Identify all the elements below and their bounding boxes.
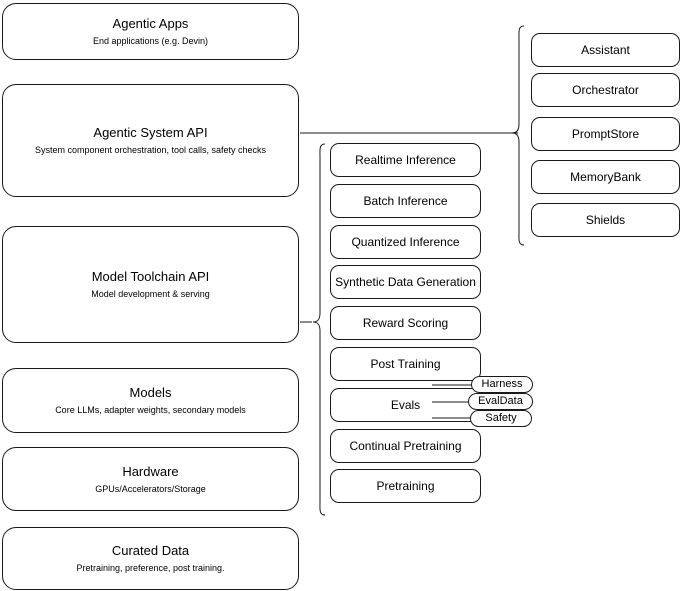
system-component-orchestrator[interactable]: Orchestrator (531, 73, 680, 107)
eval-chip-safety[interactable]: Safety (470, 410, 532, 427)
layer-title: Agentic Apps (112, 16, 189, 31)
eval-chip-harness[interactable]: Harness (471, 376, 533, 393)
layer-subtitle: System component orchestration, tool cal… (34, 145, 267, 155)
system-component-memorybank[interactable]: MemoryBank (531, 160, 680, 194)
capability-label: Batch Inference (363, 193, 448, 208)
capability-label: Post Training (370, 356, 441, 371)
capability-realtime-inference[interactable]: Realtime Inference (330, 143, 481, 177)
system-component-assistant[interactable]: Assistant (531, 33, 680, 67)
eval-chip-evaldata[interactable]: EvalData (468, 393, 533, 410)
capability-label: Continual Pretraining (349, 438, 462, 453)
layer-hardware[interactable]: Hardware GPUs/Accelerators/Storage (2, 447, 299, 511)
layer-title: Agentic System API (93, 125, 208, 140)
capability-continual-pretraining[interactable]: Continual Pretraining (330, 429, 481, 463)
system-component-label: Shields (585, 212, 626, 227)
layer-subtitle: Pretraining, preference, post training. (76, 563, 225, 573)
capability-label: Synthetic Data Generation (335, 274, 476, 289)
layer-model-toolchain-api[interactable]: Model Toolchain API Model development & … (2, 226, 299, 343)
capability-label: Reward Scoring (362, 315, 449, 330)
capability-evals[interactable]: Evals (330, 388, 481, 422)
layer-title: Hardware (122, 463, 179, 479)
capability-label: Quantized Inference (351, 234, 460, 249)
system-component-shields[interactable]: Shields (531, 203, 680, 237)
system-component-label: Assistant (581, 42, 630, 57)
capability-post-training[interactable]: Post Training (330, 347, 481, 381)
layer-subtitle: End applications (e.g. Devin) (92, 36, 209, 46)
capability-label: Evals (390, 397, 421, 412)
layer-agentic-apps[interactable]: Agentic Apps End applications (e.g. Devi… (2, 3, 299, 60)
capability-quantized-inference[interactable]: Quantized Inference (330, 225, 481, 259)
capability-label: Realtime Inference (355, 152, 456, 167)
system-component-label: Orchestrator (572, 82, 639, 97)
layer-curated-data[interactable]: Curated Data Pretraining, preference, po… (2, 527, 299, 590)
capability-synthetic-data-generation[interactable]: Synthetic Data Generation (330, 265, 481, 299)
capability-reward-scoring[interactable]: Reward Scoring (330, 306, 481, 340)
layer-title: Model Toolchain API (91, 269, 210, 284)
layer-subtitle: Model development & serving (91, 289, 210, 299)
system-component-label: MemoryBank (570, 169, 641, 184)
layer-subtitle: Core LLMs, adapter weights, secondary mo… (55, 405, 246, 415)
capability-label: Pretraining (376, 478, 435, 493)
layer-title: Curated Data (111, 543, 190, 558)
right-column-brace (511, 25, 525, 246)
layer-agentic-system-api[interactable]: Agentic System API System component orch… (2, 84, 299, 197)
layer-title: Models (129, 385, 172, 400)
system-component-label: PromptStore (571, 126, 640, 141)
system-component-promptstore[interactable]: PromptStore (531, 117, 680, 151)
layer-models[interactable]: Models Core LLMs, adapter weights, secon… (2, 368, 299, 433)
layer-subtitle: GPUs/Accelerators/Storage (95, 483, 206, 494)
capability-batch-inference[interactable]: Batch Inference (330, 184, 481, 218)
mid-column-brace (312, 143, 326, 516)
capability-pretraining[interactable]: Pretraining (330, 469, 481, 503)
